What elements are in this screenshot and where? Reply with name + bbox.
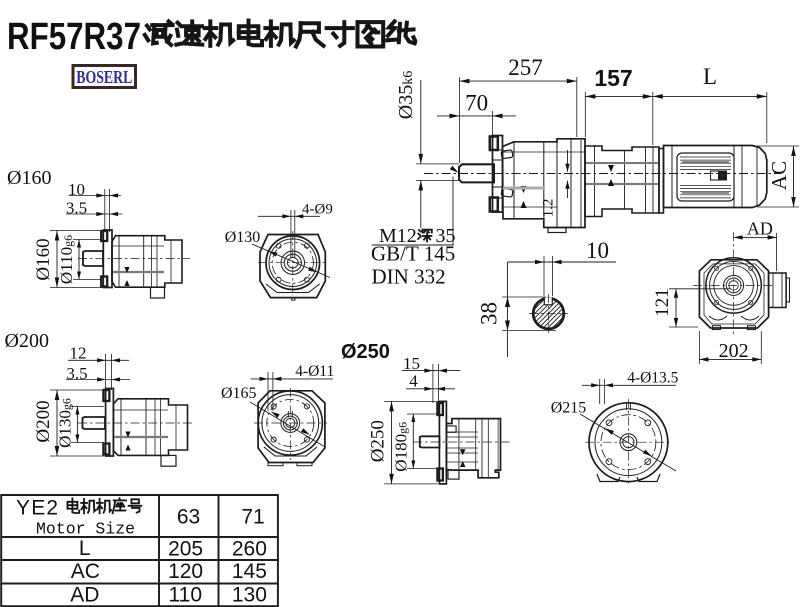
svg-text:202: 202: [719, 340, 749, 362]
svg-text:L: L: [703, 64, 717, 89]
svg-text:Ø130g6: Ø130g6: [56, 398, 75, 448]
svg-text:205: 205: [168, 538, 203, 561]
svg-text:Ø160: Ø160: [7, 167, 51, 189]
svg-text:L: L: [79, 537, 91, 560]
svg-text:63: 63: [177, 506, 200, 529]
svg-text:70: 70: [465, 91, 488, 116]
svg-text:145: 145: [232, 560, 267, 583]
svg-text:4: 4: [409, 372, 418, 391]
svg-text:71: 71: [241, 506, 264, 529]
svg-text:260: 260: [232, 538, 267, 561]
svg-text:10: 10: [68, 180, 85, 199]
svg-text:Ø180g6: Ø180g6: [392, 422, 411, 472]
svg-text:4-Ø11: 4-Ø11: [295, 363, 334, 380]
svg-text:130: 130: [232, 584, 267, 607]
svg-text:121: 121: [652, 288, 673, 317]
svg-text:Ø200: Ø200: [5, 330, 49, 352]
svg-text:Ø250: Ø250: [341, 341, 390, 363]
svg-text:120: 120: [168, 560, 203, 583]
svg-text:M12: M12: [379, 225, 417, 247]
svg-text:Ø130: Ø130: [225, 229, 261, 246]
svg-text:YE2: YE2: [16, 497, 59, 520]
svg-text:Ø35k6: Ø35k6: [395, 71, 417, 119]
svg-text:1.2: 1.2: [541, 199, 557, 218]
svg-text:257: 257: [508, 55, 543, 80]
svg-text:12: 12: [70, 344, 87, 363]
svg-text:BOSERL: BOSERL: [76, 67, 132, 87]
svg-text:DIN 332: DIN 332: [372, 264, 446, 288]
svg-text:4-Ø13.5: 4-Ø13.5: [627, 370, 678, 387]
svg-text:AC: AC: [767, 161, 791, 190]
svg-text:AC: AC: [71, 560, 100, 583]
svg-text:38: 38: [477, 302, 502, 325]
svg-text:10: 10: [586, 238, 609, 263]
svg-text:4-Ø9: 4-Ø9: [302, 202, 333, 218]
svg-text:110: 110: [169, 584, 202, 607]
svg-text:Ø250: Ø250: [368, 420, 389, 462]
svg-text:35: 35: [436, 225, 456, 247]
svg-text:AD: AD: [747, 219, 773, 239]
svg-text:GB/T 145: GB/T 145: [371, 242, 455, 266]
svg-text:3.5: 3.5: [66, 199, 87, 218]
svg-text:Ø110g6: Ø110g6: [57, 235, 76, 284]
svg-text:Ø215: Ø215: [551, 399, 587, 416]
svg-text:15: 15: [403, 354, 420, 373]
svg-text:RF57R37: RF57R37: [7, 16, 141, 58]
svg-text:3.5: 3.5: [66, 364, 87, 383]
svg-text:Ø160: Ø160: [33, 238, 54, 280]
svg-text:Ø200: Ø200: [33, 400, 54, 442]
svg-text:Ø165: Ø165: [221, 385, 257, 402]
svg-text:157: 157: [594, 65, 632, 91]
svg-text:AD: AD: [70, 584, 99, 607]
svg-text:Motor Size: Motor Size: [36, 520, 135, 539]
